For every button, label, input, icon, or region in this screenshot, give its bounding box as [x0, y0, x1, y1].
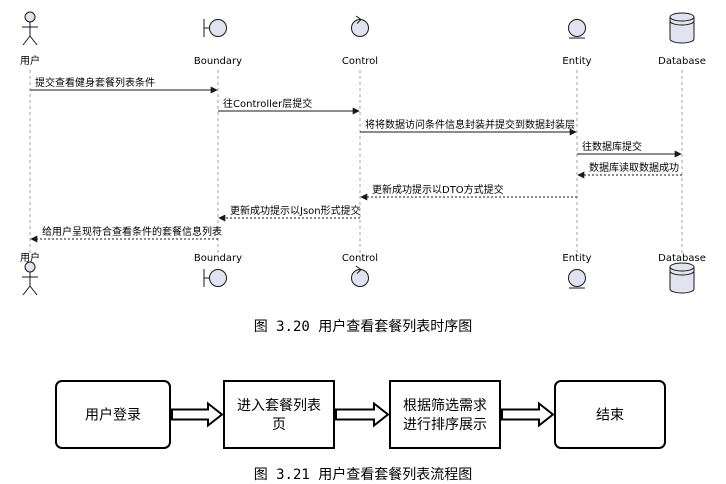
message-label-6: 更新成功提示以DTO方式提交 — [372, 183, 504, 196]
participant-label-user-bottom: 用户 — [20, 251, 40, 264]
message-label-5: 数据库读取数据成功 — [589, 161, 679, 174]
participant-label-entity-top: Entity — [562, 56, 591, 67]
message-label-4: 往数据库提交 — [582, 140, 642, 153]
flow-box-3 — [389, 380, 501, 449]
flow-arrow-3 — [501, 401, 555, 428]
participant-database-top-database-rims — [669, 16, 695, 26]
participant-label-control-bottom: Control — [342, 253, 378, 264]
flow-caption: 图 3.21 用户查看套餐列表流程图 — [253, 467, 473, 483]
participant-boundary-top-boundary-circle — [209, 19, 227, 37]
participant-control-bottom-control-arrow — [355, 265, 362, 274]
participant-database-bottom-database-body — [669, 262, 695, 294]
participant-label-user-top: 用户 — [20, 54, 40, 67]
message-1: 提交查看健身套餐列表条件 — [30, 76, 218, 94]
flow-box-1 — [55, 380, 171, 449]
message-label-7: 更新成功提示以Json形式提交 — [230, 204, 361, 217]
flow-step-label-1-1: 用户登录 — [85, 407, 141, 424]
flow-arrow-2 — [335, 401, 390, 428]
participant-entity-top-entity-circle — [568, 19, 586, 37]
flow-step-label-2-2: 页 — [272, 417, 286, 433]
message-8: 给用户呈现符合查看条件的套餐信息列表 — [30, 225, 222, 243]
participant-label-entity-bottom: Entity — [562, 253, 591, 264]
participant-label-database-bottom: Database — [658, 253, 706, 264]
participant-control-top-control-arrow — [355, 15, 362, 24]
flow-step-label-2-1: 进入套餐列表 — [237, 398, 321, 414]
message-label-3: 将将数据访问条件信息封装并提交到数据封装层 — [365, 118, 575, 131]
participant-database-top-database-body — [669, 12, 695, 44]
message-6: 更新成功提示以DTO方式提交 — [360, 183, 577, 201]
sequence-caption: 图 3.20 用户查看套餐列表时序图 — [253, 319, 473, 335]
participant-entity-bottom-entity-circle — [568, 269, 586, 287]
message-5: 数据库读取数据成功 — [577, 161, 682, 179]
participant-user-top-actor-head — [24, 11, 36, 23]
flow-step-label-3-2: 进行排序展示 — [403, 417, 487, 433]
participant-label-boundary-bottom: Boundary — [194, 253, 242, 264]
message-2: 往Controller层提交 — [218, 97, 360, 115]
sequence-diagram: 用户用户BoundaryBoundaryControlControlEntity… — [20, 11, 706, 296]
participant-label-database-top: Database — [658, 56, 706, 67]
participant-label-control-top: Control — [342, 56, 378, 67]
message-label-1: 提交查看健身套餐列表条件 — [35, 76, 155, 89]
flow-box-4 — [554, 380, 666, 449]
participant-control-top-control-circle — [351, 19, 369, 37]
participant-database-bottom-database-rims — [669, 266, 695, 276]
flow-box-2 — [223, 380, 335, 449]
participant-user-bottom-actor-leg-left — [22, 285, 31, 296]
flow-step-1: 用户登录 — [55, 380, 171, 449]
flow-step-label-4-1: 结束 — [596, 408, 624, 424]
message-label-2: 往Controller层提交 — [223, 97, 312, 110]
message-label-8: 给用户呈现符合查看条件的套餐信息列表 — [42, 225, 222, 238]
participant-boundary-bottom-boundary-circle — [209, 269, 227, 287]
message-3: 将将数据访问条件信息封装并提交到数据封装层 — [360, 118, 577, 136]
participant-user-bottom-actor-leg-right — [29, 285, 38, 296]
participant-user-top-actor-leg-left — [22, 35, 31, 46]
message-4: 往数据库提交 — [577, 140, 682, 158]
participant-label-boundary-top: Boundary — [194, 56, 242, 67]
flow-step-4: 结束 — [554, 380, 666, 449]
message-7: 更新成功提示以Json形式提交 — [218, 204, 361, 222]
flow-arrow-1 — [171, 401, 224, 428]
participant-user-top-actor-leg-right — [29, 35, 38, 46]
flow-step-label-3-1: 根据筛选需求 — [403, 398, 487, 414]
participant-control-bottom-control-circle — [351, 269, 369, 287]
